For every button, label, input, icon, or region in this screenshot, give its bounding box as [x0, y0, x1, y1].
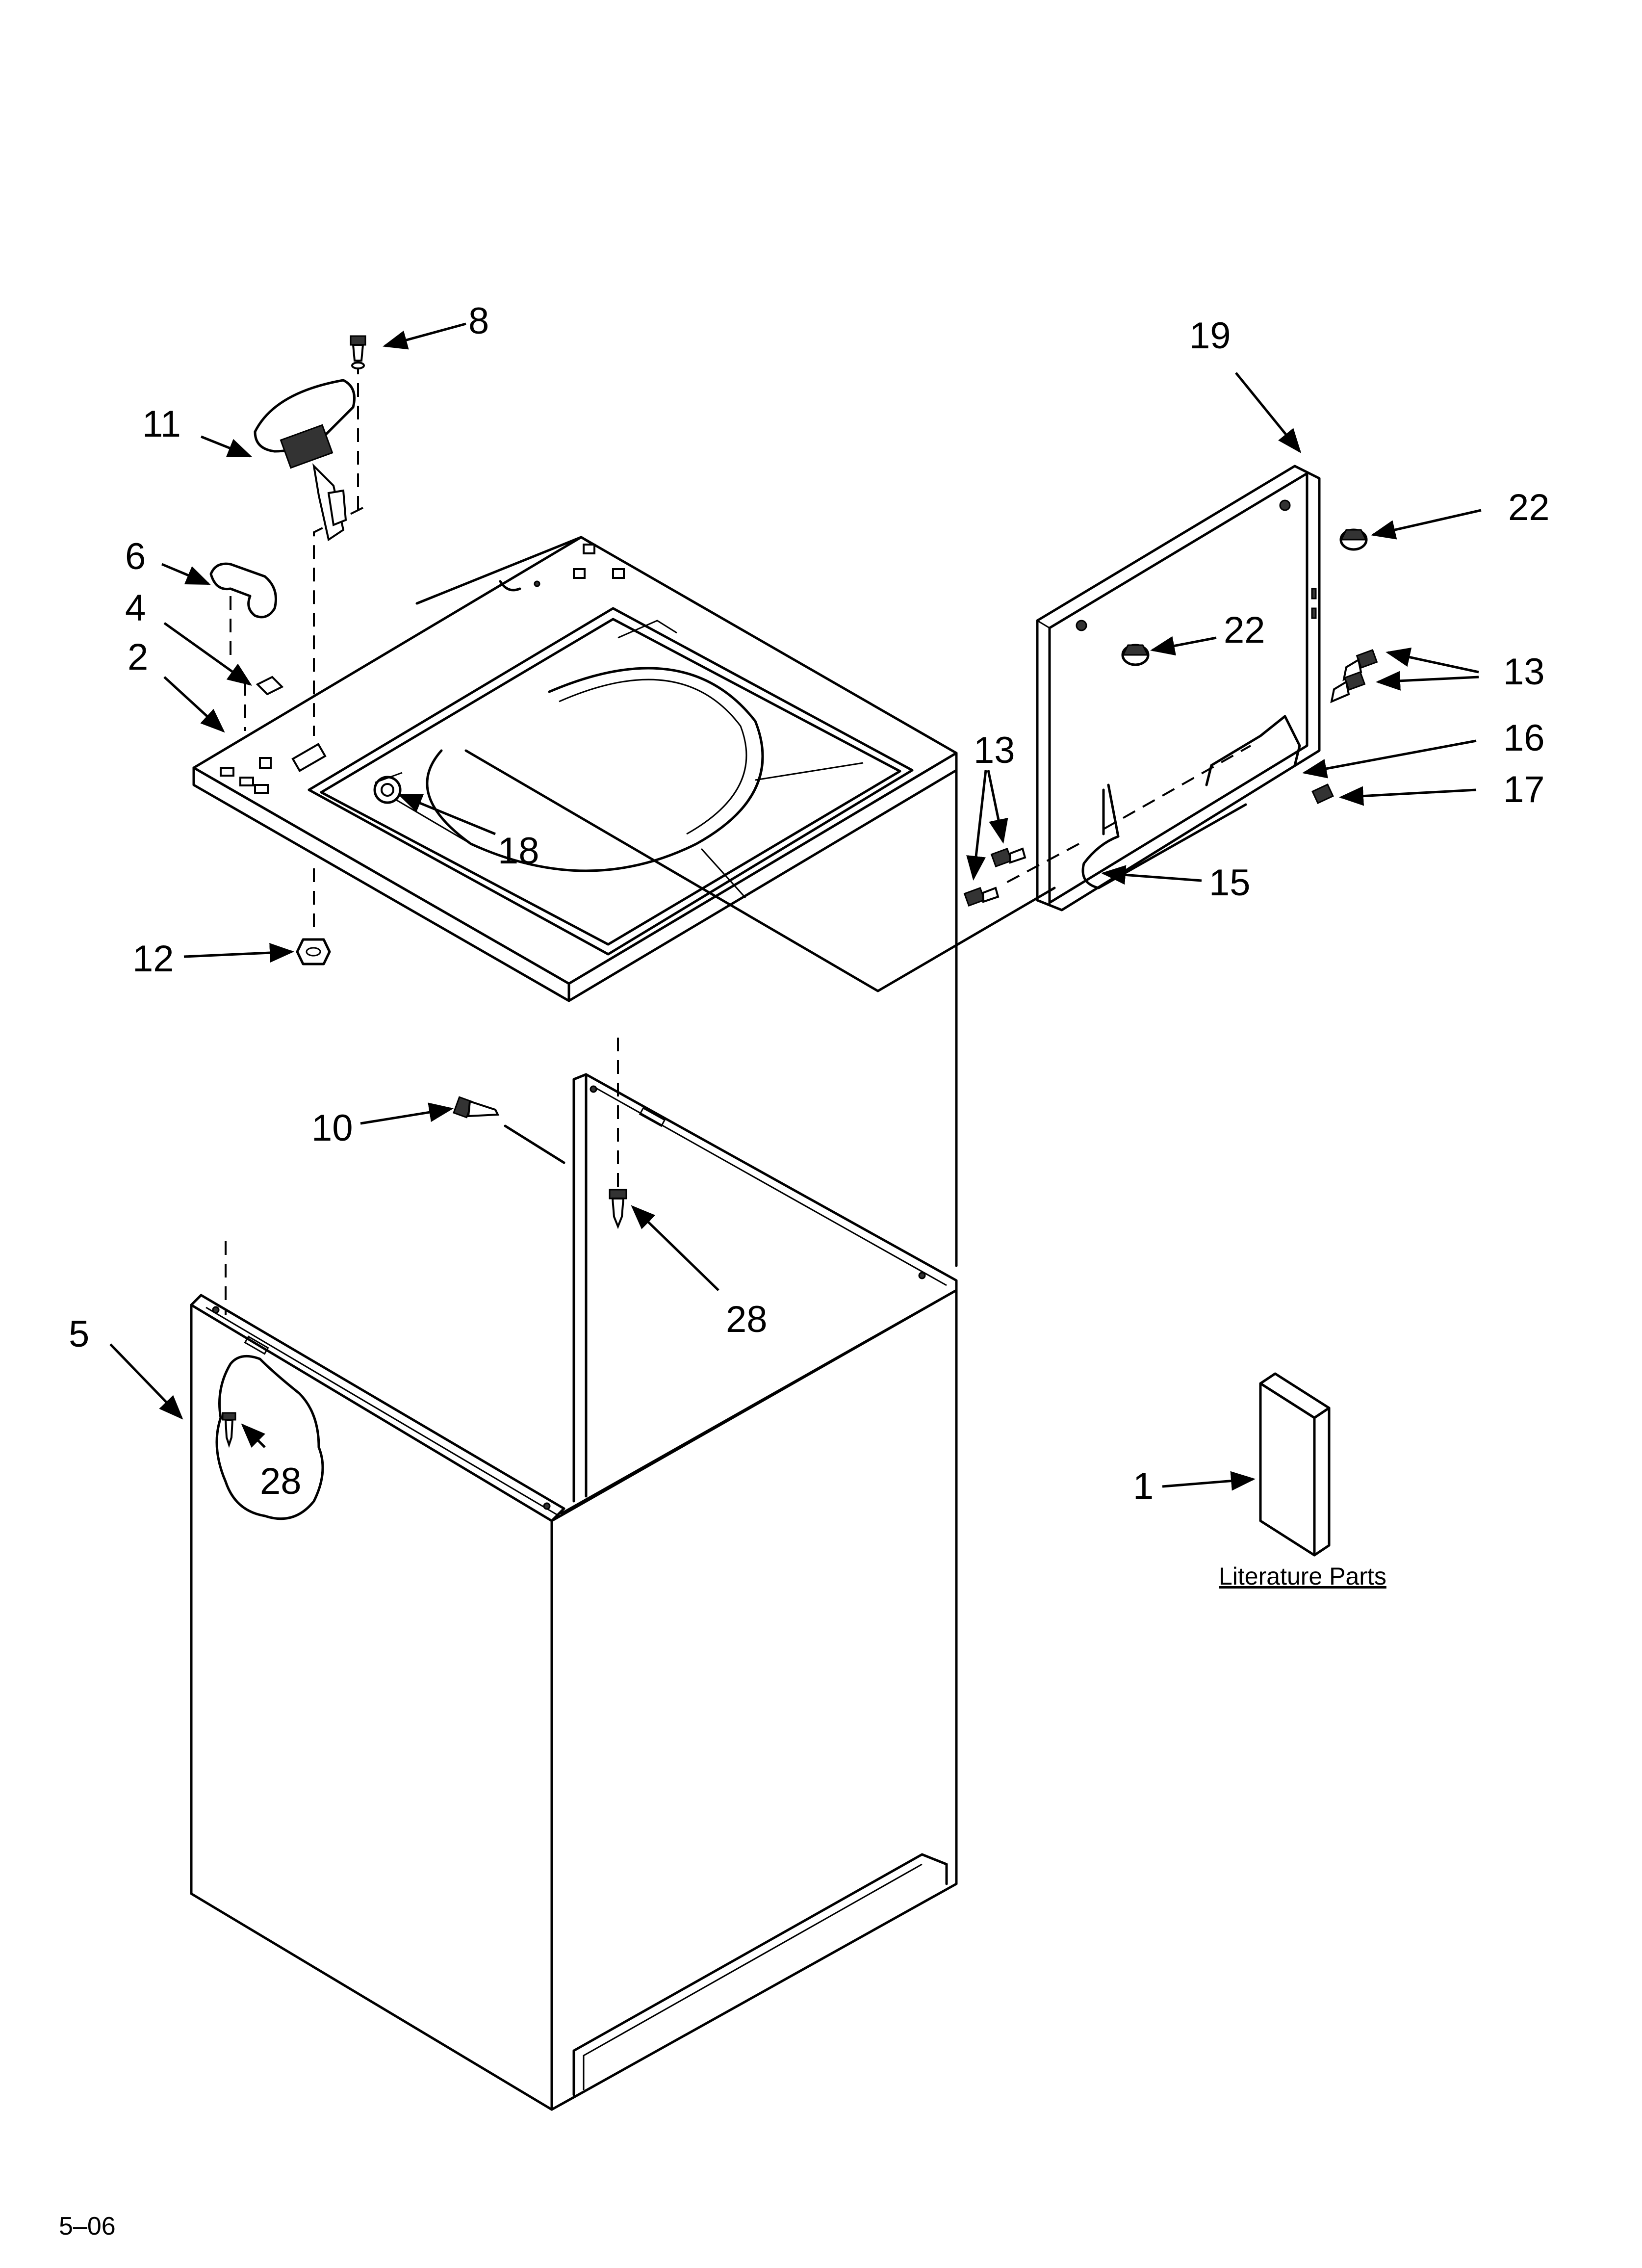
- callout-22-mid: 22: [1224, 609, 1265, 651]
- screw-28-inner: [222, 1412, 236, 1448]
- callout-5: 5: [69, 1313, 89, 1355]
- cabinet: [190, 1073, 958, 2111]
- bumper-22-mid: [1121, 644, 1150, 666]
- screw-13-left-b: [963, 886, 1000, 907]
- callout-2: 2: [128, 636, 148, 678]
- alignment-lines: [225, 361, 1251, 1315]
- callout-8: 8: [468, 300, 489, 342]
- literature-caption: Literature Parts: [1219, 1563, 1386, 1590]
- screw-10: [453, 1096, 500, 1119]
- leader-arrows: [109, 322, 1482, 1491]
- lid-switch-11: [254, 379, 356, 542]
- nozzle-18: [373, 772, 403, 804]
- cap-17: [1311, 783, 1334, 804]
- rod-16: [1205, 715, 1301, 786]
- screw-8: [350, 335, 366, 369]
- screw-13-left-a: [990, 847, 1026, 867]
- callout-22-top: 22: [1508, 487, 1550, 528]
- top-panel: [192, 536, 958, 1002]
- callout-17: 17: [1503, 769, 1545, 810]
- bumper-22-top: [1339, 528, 1368, 551]
- footer-code: 5–06: [59, 2212, 116, 2241]
- hinge-15: [1081, 783, 1247, 889]
- callout-15: 15: [1209, 862, 1251, 904]
- screw-28-rear: [609, 1189, 627, 1229]
- callout-13-left: 13: [974, 730, 1015, 771]
- literature-booklet: [1259, 1372, 1331, 1557]
- callout-4: 4: [125, 587, 146, 629]
- callout-28-rear: 28: [726, 1299, 768, 1340]
- clip-6: [209, 562, 277, 619]
- callout-6: 6: [125, 536, 146, 577]
- callout-10: 10: [311, 1107, 353, 1149]
- callout-1: 1: [1133, 1465, 1154, 1507]
- callout-28-inner: 28: [260, 1460, 302, 1502]
- callout-12: 12: [132, 938, 174, 980]
- screw-13-right-b: [1330, 671, 1366, 704]
- screw-13-right-a: [1342, 649, 1378, 681]
- callout-19: 19: [1189, 315, 1231, 357]
- bracket-4: [256, 676, 284, 696]
- callout-11: 11: [142, 403, 181, 445]
- nut-12: [296, 938, 331, 965]
- lid: [1036, 465, 1321, 912]
- callout-13-right: 13: [1503, 651, 1545, 693]
- callout-18: 18: [498, 830, 539, 872]
- callout-labels: 8 11 6 4 2 18 12 10 28 5 28 19 22 22 13 …: [59, 300, 1550, 2241]
- callout-16: 16: [1503, 717, 1545, 759]
